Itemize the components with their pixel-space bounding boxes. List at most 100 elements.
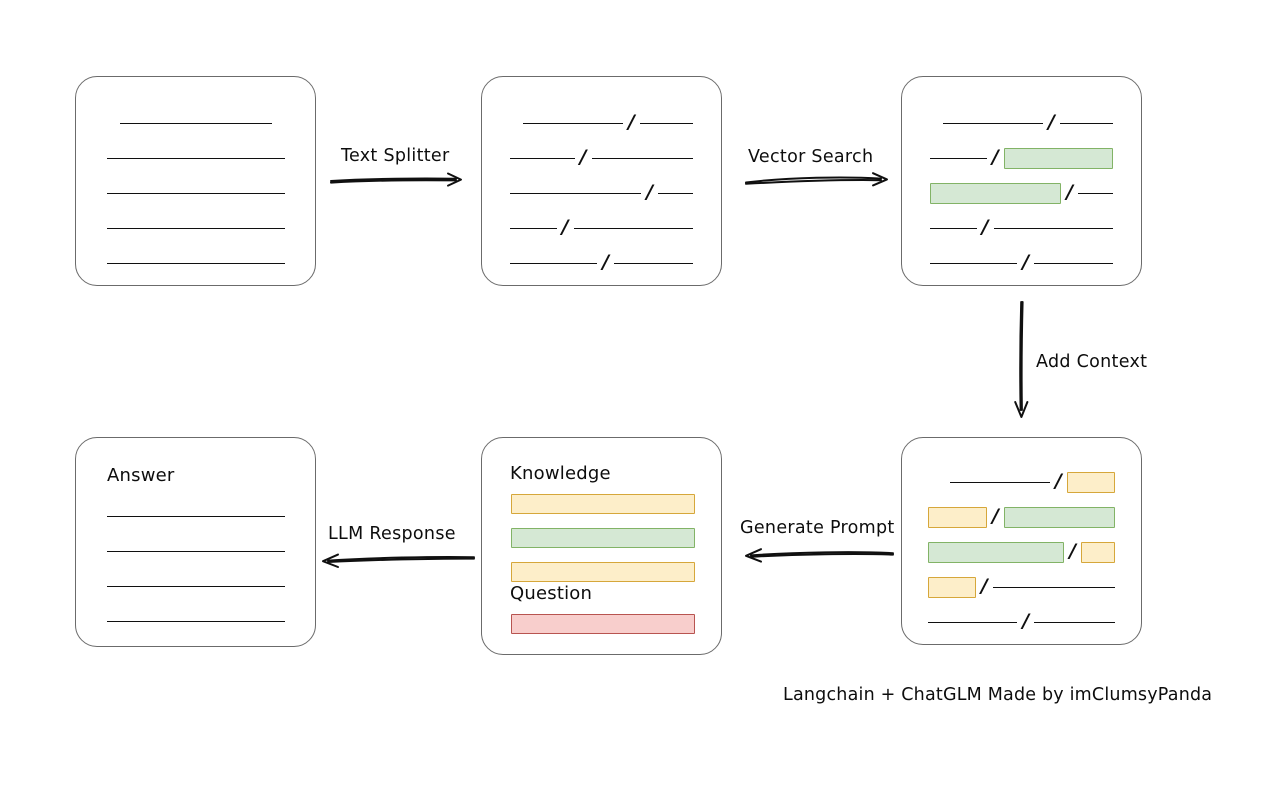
document-line-row: / — [930, 112, 1113, 134]
rows-source-document — [76, 77, 315, 285]
text-line-segment — [573, 227, 693, 229]
chunk-highlight-yellow — [1081, 541, 1115, 563]
slash-separator: / — [602, 250, 610, 273]
text-line-segment — [106, 515, 285, 517]
knowledge-bar-3 — [511, 562, 695, 582]
document-line-row: / — [928, 471, 1115, 493]
arrow-llm-response — [322, 553, 475, 568]
text-line-segment — [928, 621, 1018, 623]
slash-separator: / — [646, 180, 654, 203]
slash-separator: / — [991, 504, 999, 527]
node-split-chunks[interactable]: / / / / / — [481, 76, 722, 286]
chunk-highlight-yellow — [928, 506, 987, 528]
document-line-row: / — [510, 112, 693, 134]
knowledge-bar-2 — [511, 528, 695, 548]
edge-label-add-context: Add Context — [1036, 352, 1148, 372]
chunk-highlight-green — [928, 541, 1065, 563]
document-line-row: / — [930, 147, 1113, 169]
document-line-row — [104, 182, 287, 204]
slash-separator: / — [1022, 609, 1030, 632]
chunk-highlight-yellow — [928, 576, 976, 598]
knowledge-label: Knowledge — [510, 463, 611, 484]
rows-answer — [76, 438, 315, 646]
document-line-row — [104, 252, 287, 274]
document-line-row: / — [928, 541, 1115, 563]
answer-label: Answer — [107, 465, 175, 486]
node-vector-matches[interactable]: / / / / / — [901, 76, 1142, 286]
text-line-segment — [106, 585, 285, 587]
slash-separator: / — [1066, 180, 1074, 203]
text-line-segment — [943, 122, 1044, 124]
arrow-add-context — [1014, 301, 1029, 418]
text-line-segment — [591, 157, 693, 159]
slash-separator: / — [1055, 469, 1062, 492]
text-line-segment — [106, 192, 285, 194]
text-line-segment — [510, 262, 598, 264]
text-line-segment — [993, 227, 1113, 229]
slash-separator: / — [991, 145, 999, 168]
document-line-row — [104, 147, 287, 169]
edge-label-vector-search: Vector Search — [748, 147, 874, 167]
slash-separator: / — [980, 574, 988, 597]
text-line-segment — [106, 620, 285, 622]
document-line-row — [104, 505, 287, 527]
document-line-row: / — [930, 217, 1113, 239]
text-line-segment — [1034, 262, 1113, 264]
text-line-segment — [106, 157, 285, 159]
text-line-segment — [640, 122, 693, 124]
arrow-text-splitter — [330, 172, 462, 187]
footer-credit: Langchain + ChatGLM Made by imClumsyPand… — [783, 685, 1213, 705]
question-label: Question — [510, 583, 593, 604]
text-line-segment — [614, 262, 693, 264]
text-line-segment — [1060, 122, 1113, 124]
slash-separator: / — [1069, 539, 1077, 562]
chunk-highlight-green — [930, 182, 1062, 204]
text-line-segment — [930, 227, 977, 229]
text-line-segment — [510, 157, 575, 159]
text-line-segment — [992, 586, 1115, 588]
text-line-segment — [658, 192, 693, 194]
document-line-row: / — [928, 506, 1115, 528]
node-source-document[interactable] — [75, 76, 316, 286]
document-line-row: / — [510, 217, 693, 239]
text-line-segment — [106, 550, 285, 552]
slash-separator: / — [981, 215, 989, 238]
chunk-highlight-green — [1003, 147, 1113, 169]
text-line-segment — [930, 262, 1018, 264]
question-bar-1 — [511, 614, 695, 634]
slash-separator: / — [1048, 110, 1055, 133]
text-line-segment — [119, 122, 272, 124]
document-line-row: / — [930, 182, 1113, 204]
arrow-vector-search — [745, 172, 888, 187]
document-line-row — [104, 540, 287, 562]
knowledge-bar-1 — [511, 494, 695, 514]
text-line-segment — [1034, 621, 1115, 623]
document-line-row — [104, 610, 287, 632]
chunk-highlight-yellow — [1067, 471, 1115, 493]
document-line-row: / — [510, 147, 693, 169]
text-line-segment — [106, 262, 285, 264]
text-line-segment — [930, 157, 987, 159]
document-line-row: / — [510, 182, 693, 204]
rows-split-chunks: / / / / / — [482, 77, 721, 285]
rows-context-chunks: / / / / / — [902, 438, 1141, 644]
node-prompt-box[interactable]: Knowledge Question — [481, 437, 722, 655]
document-line-row — [104, 575, 287, 597]
document-line-row: / — [510, 252, 693, 274]
slash-separator: / — [628, 110, 635, 133]
document-line-row — [104, 112, 287, 134]
document-line-row — [104, 217, 287, 239]
document-line-row: / — [928, 576, 1115, 598]
document-line-row: / — [930, 252, 1113, 274]
slash-separator: / — [1022, 250, 1030, 273]
slash-separator: / — [561, 215, 569, 238]
rows-vector-matches: / / / / / — [902, 77, 1141, 285]
chunk-highlight-green — [1003, 506, 1115, 528]
node-answer-box[interactable]: Answer — [75, 437, 316, 647]
node-context-chunks[interactable]: / / / / / — [901, 437, 1142, 645]
text-line-segment — [1078, 192, 1113, 194]
text-line-segment — [106, 227, 285, 229]
slash-separator: / — [579, 145, 587, 168]
text-line-segment — [510, 192, 642, 194]
